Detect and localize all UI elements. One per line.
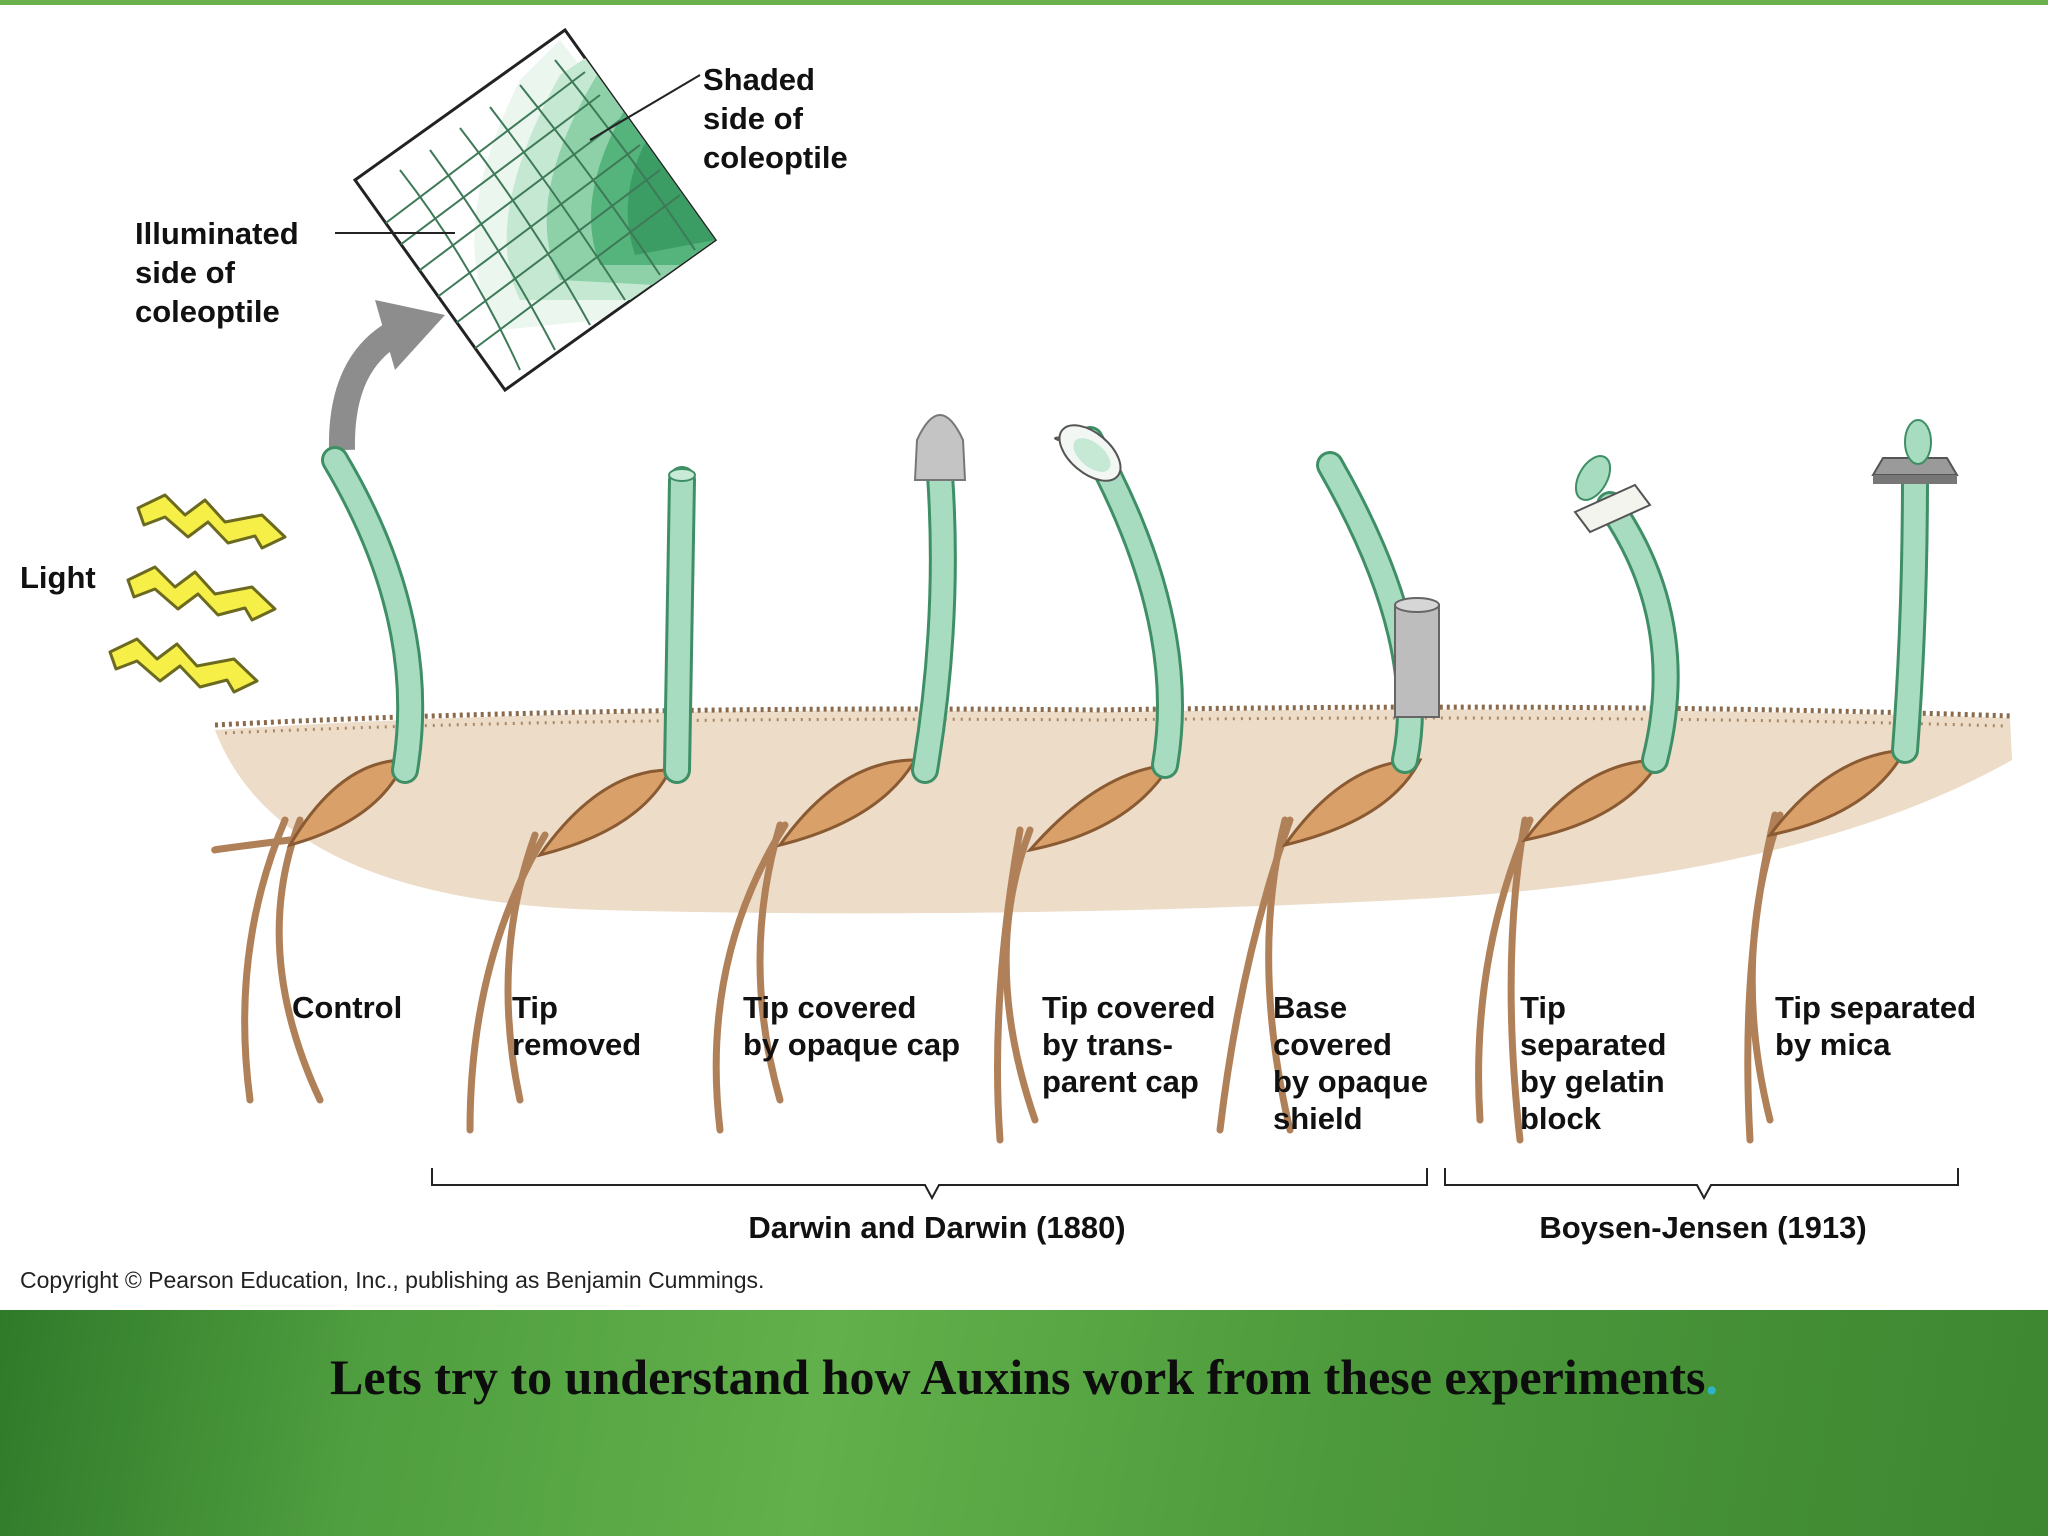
boysen-brace	[1444, 1168, 1959, 1201]
shaded-side-label: Shaded side of coleoptile	[703, 62, 848, 175]
opaque-cap-icon	[913, 414, 967, 481]
darwin-group-label: Darwin and Darwin (1880)	[748, 1210, 1125, 1245]
transparent-cap-label: Tip covered by trans- parent cap	[1042, 990, 1224, 1099]
gelatin-block-label: Tip separated by gelatin block	[1520, 990, 1675, 1136]
opaque-cap-label: Tip covered by opaque cap	[743, 990, 960, 1062]
cut-tip-top	[668, 468, 696, 482]
opaque-shield-icon	[1394, 597, 1440, 718]
opaque-shield-label: Base covered by opaque shield	[1273, 990, 1437, 1136]
control-label: Control	[292, 990, 402, 1025]
mica-plate-icon	[1871, 419, 1959, 484]
footer-caption-period: .	[1705, 1349, 1718, 1405]
tip-removed-label: Tip removed	[512, 990, 641, 1062]
copyright-text: Copyright © Pearson Education, Inc., pub…	[20, 1267, 764, 1293]
light-label: Light	[20, 560, 96, 595]
boysen-group-label: Boysen-Jensen (1913)	[1539, 1210, 1866, 1245]
transparent-cap-icon	[1054, 424, 1122, 482]
gelatin-block-icon	[1573, 455, 1652, 534]
shaded-leader-line	[589, 74, 701, 141]
diagram-canvas: Shaded side of coleoptile Illuminated si…	[20, 27, 2013, 1293]
magnify-arrow-icon	[328, 300, 445, 451]
illuminated-side-label: Illuminated side of coleoptile	[135, 216, 307, 329]
footer-banner: Lets try to understand how Auxins work f…	[0, 1310, 2048, 1536]
footer-caption: Lets try to understand how Auxins work f…	[0, 1348, 2048, 1406]
roots-and-seeds	[211, 811, 1784, 1144]
mica-label: Tip separated by mica	[1775, 990, 1985, 1062]
darwin-brace	[431, 1168, 1428, 1201]
light-rays-icon	[108, 493, 287, 694]
coleoptile-experiments-figure: Shaded side of coleoptile Illuminated si…	[20, 27, 2013, 1293]
footer-caption-text: Lets try to understand how Auxins work f…	[330, 1349, 1706, 1405]
top-accent-bar	[0, 0, 2048, 5]
